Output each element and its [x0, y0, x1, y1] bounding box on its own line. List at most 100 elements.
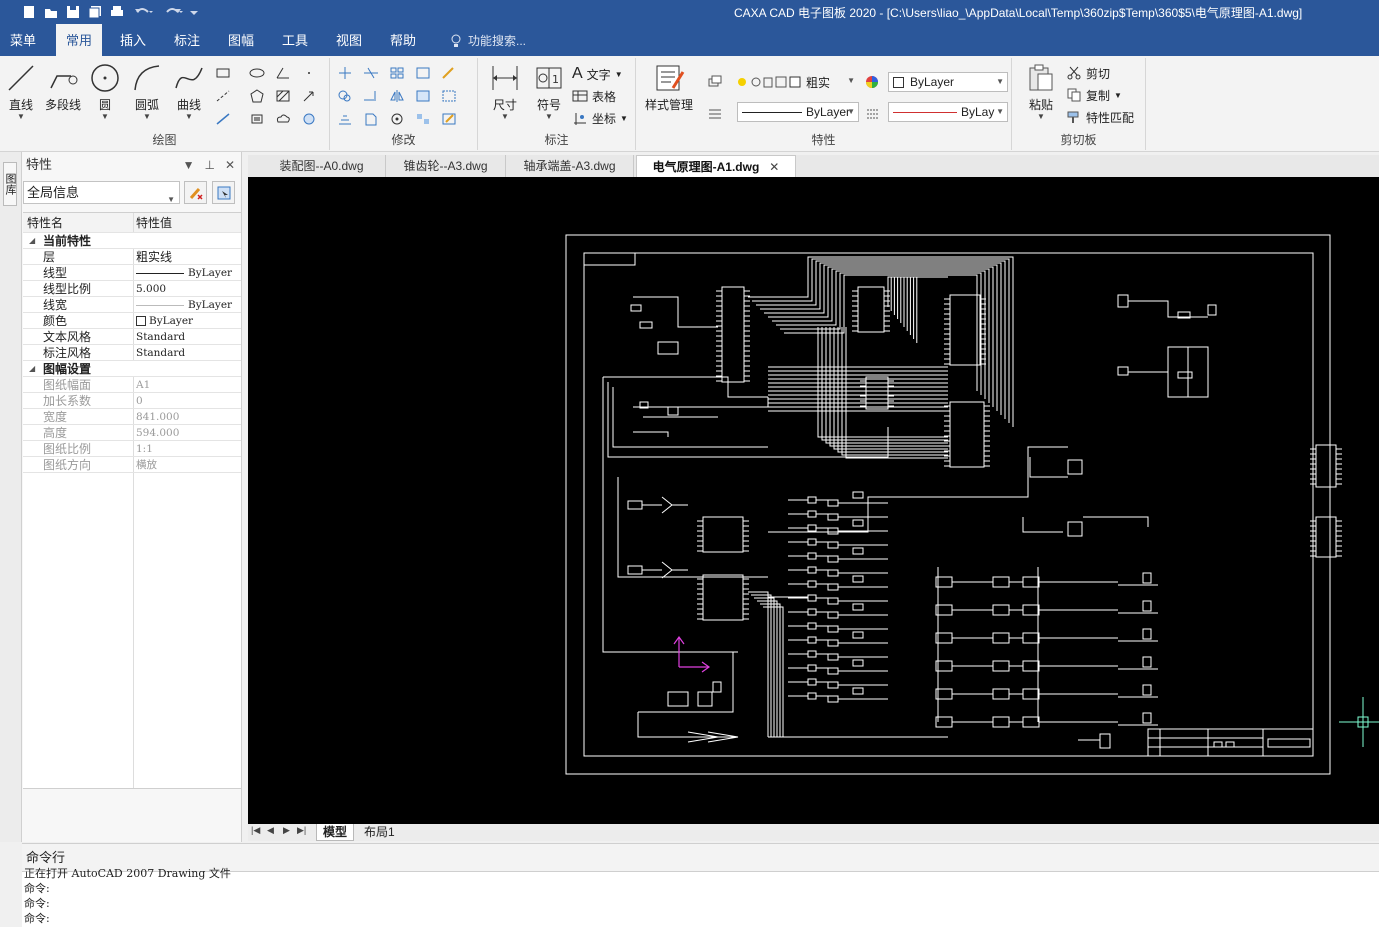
- redo-icon[interactable]: [158, 2, 188, 22]
- tab-insert[interactable]: 插入: [120, 33, 147, 48]
- save-all-icon[interactable]: [84, 2, 106, 22]
- quick-select-icon[interactable]: [212, 181, 235, 204]
- next-tab-icon[interactable]: ▶: [283, 825, 290, 835]
- copy-move-icon[interactable]: [334, 85, 356, 107]
- cloud-icon[interactable]: [272, 108, 294, 130]
- layout1-tab[interactable]: 布局1: [364, 825, 395, 839]
- tab-help[interactable]: 帮助: [390, 33, 417, 48]
- scale-icon[interactable]: [412, 62, 434, 84]
- prop-row-layer[interactable]: 层粗实线: [23, 249, 241, 265]
- doc-tab-bevel-gear[interactable]: 锥齿轮--A3.dwg: [386, 155, 506, 177]
- col-name-header: 特性名: [27, 216, 64, 230]
- library-tab[interactable]: 图库: [3, 162, 17, 206]
- mirror-icon[interactable]: [386, 85, 408, 107]
- rectangle-icon[interactable]: [212, 62, 234, 84]
- layer-tools-icon[interactable]: [704, 70, 726, 92]
- trim-icon[interactable]: [360, 62, 382, 84]
- close-tab-icon[interactable]: ✕: [769, 160, 780, 174]
- match-brush-icon: [1067, 111, 1079, 123]
- lineweight-combo[interactable]: ByLay ▼: [888, 102, 1008, 122]
- curve-button[interactable]: 曲线▼: [168, 62, 210, 121]
- doc-tab-bearing-cap[interactable]: 轴承端盖-A3.dwg: [506, 155, 634, 177]
- region-icon[interactable]: [298, 108, 320, 130]
- block-icon[interactable]: [246, 108, 268, 130]
- drawing-canvas[interactable]: [248, 177, 1379, 824]
- doc-tab-electrical[interactable]: 电气原理图-A1.dwg✕: [636, 155, 796, 177]
- angle-line-icon[interactable]: [272, 62, 294, 84]
- tab-home[interactable]: 常用: [56, 24, 103, 56]
- model-tab[interactable]: 模型: [316, 824, 355, 841]
- line-button[interactable]: 直线▼: [0, 62, 42, 121]
- cut-button[interactable]: 剪切: [1066, 63, 1110, 83]
- polyline-button[interactable]: 多段线: [42, 62, 84, 113]
- edit-icon[interactable]: [438, 108, 460, 130]
- layer-combo[interactable]: 粗实 ▼: [732, 72, 858, 92]
- pin-icon[interactable]: ⊥: [204, 158, 215, 172]
- blue-line-icon[interactable]: [212, 108, 234, 130]
- section-sheet[interactable]: ◢图幅设置: [23, 361, 241, 377]
- brush-icon[interactable]: [438, 62, 460, 84]
- save-icon[interactable]: [62, 2, 84, 22]
- print-icon[interactable]: [106, 2, 128, 22]
- customize-icon[interactable]: [188, 2, 200, 22]
- tab-menu[interactable]: 菜单: [10, 33, 37, 48]
- last-tab-icon[interactable]: ▶|: [297, 825, 307, 835]
- title-bar: CAXA CAD 电子图板 2020 - [C:\Users\liao_\App…: [0, 0, 1379, 24]
- break-icon[interactable]: [360, 108, 382, 130]
- panel-dropdown-icon[interactable]: ▼: [182, 158, 195, 172]
- command-history[interactable]: 正在打开 AutoCAD 2007 Drawing 文件 命令: 命令: 命令:: [22, 866, 1379, 926]
- explode-icon[interactable]: [412, 108, 434, 130]
- hatch-icon[interactable]: [272, 85, 294, 107]
- color-wheel-icon[interactable]: [861, 71, 883, 93]
- extend-icon[interactable]: [360, 85, 382, 107]
- paste-button[interactable]: 粘贴▼: [1020, 62, 1062, 121]
- ellipse-icon[interactable]: [246, 62, 268, 84]
- rotate-icon[interactable]: [386, 108, 408, 130]
- symbol-button[interactable]: 1 符号▼: [528, 62, 570, 121]
- deselect-brush-icon[interactable]: [184, 181, 207, 204]
- arc-button[interactable]: 圆弧▼: [126, 62, 168, 121]
- lineweight-icon[interactable]: [704, 102, 726, 124]
- props-selector-combo[interactable]: 全局信息▼: [23, 181, 180, 204]
- copy-button[interactable]: 复制▼: [1066, 85, 1122, 105]
- style-manager-button[interactable]: 样式管理: [640, 62, 698, 113]
- centerline-icon[interactable]: [212, 85, 234, 107]
- coord-button[interactable]: 坐标▼: [572, 108, 628, 128]
- doc-tab-assembly[interactable]: 装配图--A0.dwg: [258, 155, 386, 177]
- section-current[interactable]: ◢当前特性: [23, 233, 241, 249]
- tab-sheet[interactable]: 图幅: [228, 33, 255, 48]
- tab-view[interactable]: 视图: [336, 33, 363, 48]
- table-button[interactable]: 表格: [572, 86, 616, 106]
- offset-icon[interactable]: [334, 108, 356, 130]
- prev-tab-icon[interactable]: ◀: [267, 825, 274, 835]
- tab-tools[interactable]: 工具: [282, 33, 309, 48]
- undo-icon[interactable]: [128, 2, 158, 22]
- point-icon[interactable]: [298, 62, 320, 84]
- tab-annotate[interactable]: 标注: [174, 33, 201, 48]
- corner-code-box: [583, 252, 636, 266]
- open-icon[interactable]: [40, 2, 62, 22]
- function-search[interactable]: 功能搜索...: [450, 32, 526, 49]
- close-panel-icon[interactable]: ✕: [224, 158, 235, 172]
- color-combo[interactable]: ByLayer ▼: [888, 72, 1008, 92]
- first-tab-icon[interactable]: |◀: [251, 825, 261, 835]
- polygon-icon[interactable]: [246, 85, 268, 107]
- match-props-button[interactable]: 特性匹配: [1066, 107, 1134, 127]
- dimension-button[interactable]: 尺寸▼: [484, 62, 526, 121]
- chamfer-icon[interactable]: [438, 85, 460, 107]
- nav-arrow-icon[interactable]: [298, 85, 320, 107]
- array-icon[interactable]: [386, 62, 408, 84]
- stretch-icon[interactable]: [412, 85, 434, 107]
- linetype-combo[interactable]: ByLayer ▼: [737, 102, 859, 122]
- circle-button[interactable]: 圆▼: [84, 62, 126, 121]
- new-icon[interactable]: [18, 2, 40, 22]
- move-icon[interactable]: [334, 62, 356, 84]
- linestyle-icon[interactable]: [862, 102, 884, 124]
